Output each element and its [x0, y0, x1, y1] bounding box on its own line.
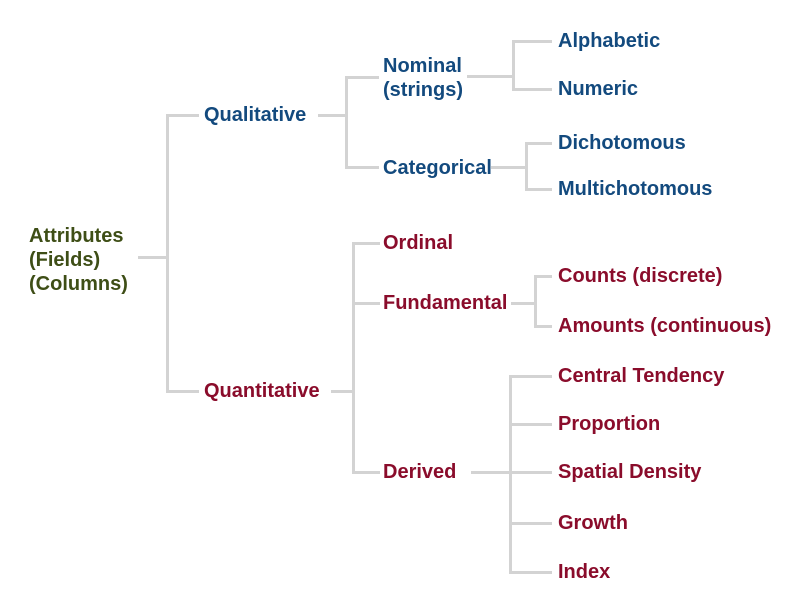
connector-nominal-out	[467, 75, 515, 78]
connector-to-ordinal	[352, 242, 380, 245]
connector-to-counts	[534, 275, 552, 278]
node-proportion: Proportion	[558, 413, 661, 435]
connector-to-categorical	[345, 166, 379, 169]
connector-qualitative-bracket	[345, 76, 348, 169]
connector-to-qualitative	[166, 114, 199, 117]
connector-root-stub	[138, 256, 168, 259]
connector-to-index	[509, 571, 552, 574]
connector-to-quantitative	[166, 390, 199, 393]
connector-to-alphabetic	[512, 40, 552, 43]
connector-to-multichotomous	[525, 188, 552, 191]
node-qualitative: Qualitative	[204, 104, 307, 126]
node-quantitative: Quantitative	[204, 380, 320, 402]
connector-qualitative-out	[318, 114, 348, 117]
connector-nominal-bracket	[512, 40, 515, 91]
node-nominal: Nominal (strings)	[383, 55, 463, 101]
connector-fundamental-out	[511, 302, 537, 305]
connector-fundamental-bracket	[534, 275, 537, 328]
node-dichotomous: Dichotomous	[558, 132, 686, 154]
node-derived: Derived	[383, 461, 457, 483]
connector-categorical-bracket	[525, 142, 528, 191]
connector-to-spatial-density	[509, 471, 552, 474]
connector-derived-out	[471, 471, 512, 474]
connector-quantitative-out	[331, 390, 355, 393]
connector-to-amounts	[534, 325, 552, 328]
node-alphabetic: Alphabetic	[558, 30, 661, 52]
node-multichotomous: Multichotomous	[558, 178, 713, 200]
connector-to-growth	[509, 522, 552, 525]
connector-to-fundamental	[352, 302, 380, 305]
connector-to-numeric	[512, 88, 552, 91]
node-counts-discrete: Counts (discrete)	[558, 265, 723, 287]
node-central-tendency: Central Tendency	[558, 365, 725, 387]
connector-categorical-out	[491, 166, 528, 169]
connector-quantitative-bracket	[352, 242, 355, 474]
connector-level1-bracket	[166, 114, 169, 393]
node-categorical: Categorical	[383, 157, 492, 179]
node-fundamental: Fundamental	[383, 292, 508, 314]
node-root-attributes: Attributes (Fields) (Columns)	[29, 225, 128, 295]
connector-to-nominal	[345, 76, 379, 79]
connector-to-central-tendency	[509, 375, 552, 378]
node-spatial-density: Spatial Density	[558, 461, 702, 483]
node-ordinal: Ordinal	[383, 232, 454, 254]
connector-to-dichotomous	[525, 142, 552, 145]
node-index: Index	[558, 561, 611, 583]
node-growth: Growth	[558, 512, 628, 534]
node-amounts-continuous: Amounts (continuous)	[558, 315, 772, 337]
connector-derived-bracket	[509, 375, 512, 574]
connector-to-derived	[352, 471, 380, 474]
node-numeric: Numeric	[558, 78, 639, 100]
connector-to-proportion	[509, 423, 552, 426]
